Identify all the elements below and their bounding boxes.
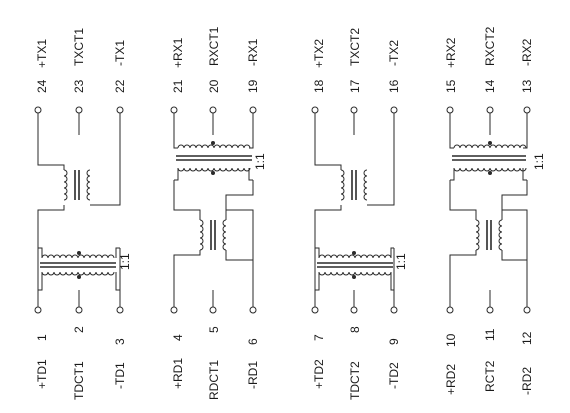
bottom-pin-neg: 12 (520, 331, 534, 345)
wire (449, 113, 528, 149)
choke-coil (340, 169, 368, 201)
pin-bottom-pos (311, 306, 319, 314)
pin-bottom-pos (446, 306, 454, 314)
bottom-pin-pos: 4 (171, 334, 185, 341)
bottom-pin-ct: 11 (483, 328, 497, 341)
bottom-label-pos: +TD1 (35, 359, 49, 389)
pin-bottom-neg (249, 306, 257, 314)
bottom-label-neg: -TD1 (113, 362, 127, 389)
pin-bottom-neg (523, 306, 531, 314)
top-label-neg: -RX1 (246, 38, 260, 66)
top-label-pos: +RX2 (444, 37, 458, 68)
top-label-neg: -RX2 (520, 38, 534, 66)
bottom-label-pos: +RD2 (444, 364, 458, 395)
bottom-label-ct: RCT2 (483, 360, 497, 392)
bottom-label-neg: -RD1 (246, 361, 260, 389)
top-pin-pos: 24 (35, 79, 49, 93)
top-label-ct: TXCT2 (348, 28, 362, 66)
bottom-pin-ct: 2 (72, 326, 86, 333)
bottom-pin-ct: 5 (207, 326, 221, 333)
pin-top-ct (209, 106, 217, 114)
pin-top-ct (75, 106, 83, 114)
turns-ratio: 1:1 (253, 153, 267, 170)
wire (37, 113, 65, 307)
channel-rx1: 21 +RX1 20 RXCT1 19 -RX1 4 +RD1 5 RDCT1 … (170, 26, 267, 400)
top-pin-ct: 14 (483, 79, 497, 93)
channel-tx1: 24 +TX1 23 TXCT1 22 -TX1 1 +TD1 2 TDCT1 … (34, 28, 132, 400)
bottom-pin-ct: 8 (348, 326, 362, 333)
wire (173, 209, 254, 307)
bottom-pin-pos: 7 (312, 334, 326, 341)
top-pin-pos: 18 (312, 79, 326, 93)
top-label-pos: +RX1 (171, 37, 185, 68)
bottom-label-pos: +TD2 (312, 359, 326, 389)
top-pin-pos: 15 (444, 79, 458, 93)
pin-top-neg (390, 106, 398, 114)
bottom-label-pos: +RD1 (171, 358, 185, 389)
top-pin-ct: 17 (348, 79, 362, 93)
top-label-pos: +TX2 (312, 39, 326, 68)
pin-top-ct (350, 106, 358, 114)
pin-bottom-ct (350, 306, 358, 314)
bottom-label-ct: TDCT2 (348, 361, 362, 400)
bottom-pin-neg: 6 (246, 338, 260, 345)
pin-bottom-pos (34, 306, 42, 314)
transformer (38, 247, 120, 291)
turns-ratio: 1:1 (118, 253, 132, 270)
top-label-ct: RXCT1 (207, 26, 221, 66)
pin-bottom-ct (75, 306, 83, 314)
channel-rx2: 15 +RX2 14 RXCT2 13 -RX2 10 +RD2 11 RCT2… (444, 26, 546, 395)
top-pin-pos: 21 (171, 79, 185, 93)
bottom-pin-pos: 1 (35, 334, 49, 341)
transformer (450, 141, 527, 181)
pin-top-ct (486, 106, 494, 114)
top-label-ct: RXCT2 (483, 26, 497, 66)
choke-coil (63, 169, 91, 201)
top-pin-neg: 13 (520, 79, 534, 93)
top-label-ct: TXCT1 (72, 28, 86, 66)
choke-coil (449, 180, 528, 261)
pin-top-pos (446, 106, 454, 114)
wire (90, 113, 121, 307)
wire (449, 209, 528, 307)
wire (367, 113, 395, 307)
pin-top-neg (523, 106, 531, 114)
channel-tx2: 18 +TX2 17 TXCT2 16 -TX2 7 +TD2 8 TDCT2 … (311, 28, 408, 400)
pin-top-neg (116, 106, 124, 114)
pin-bottom-neg (116, 306, 124, 314)
bottom-label-ct: RDCT1 (207, 360, 221, 400)
pin-top-pos (311, 106, 319, 114)
transformer (174, 141, 253, 181)
bottom-label-ct: TDCT1 (72, 361, 86, 400)
top-label-pos: +TX1 (35, 39, 49, 68)
top-pin-neg: 19 (246, 79, 260, 93)
pin-top-neg (249, 106, 257, 114)
wire (314, 113, 342, 307)
top-pin-neg: 16 (387, 79, 401, 93)
top-pin-neg: 22 (113, 79, 127, 93)
top-pin-ct: 23 (72, 79, 86, 93)
transformer (315, 247, 394, 291)
top-label-neg: -TX2 (387, 40, 401, 66)
top-label-neg: -TX1 (113, 40, 127, 66)
pin-bottom-pos (170, 306, 178, 314)
pin-bottom-ct (209, 306, 217, 314)
pin-bottom-neg (390, 306, 398, 314)
bottom-label-neg: -RD2 (520, 367, 534, 395)
bottom-label-neg: -TD2 (387, 362, 401, 389)
pin-bottom-ct (486, 306, 494, 314)
turns-ratio: 1:1 (394, 253, 408, 270)
choke-coil (173, 180, 254, 261)
turns-ratio: 1:1 (532, 153, 546, 170)
pin-top-pos (34, 106, 42, 114)
bottom-pin-neg: 9 (387, 338, 401, 345)
top-pin-ct: 20 (207, 79, 221, 93)
bottom-pin-neg: 3 (113, 338, 127, 345)
bottom-pin-pos: 10 (444, 333, 458, 347)
pin-top-pos (170, 106, 178, 114)
